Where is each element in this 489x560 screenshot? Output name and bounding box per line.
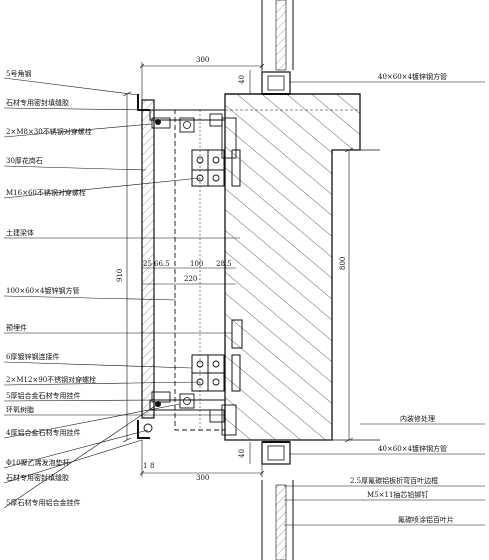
label-m16-bolt: M16×60不锈钢对穿螺栓	[6, 188, 86, 197]
dim-100: 100	[190, 260, 203, 268]
lower-bolt-cluster	[191, 354, 241, 392]
label-5mm-hanger: 5厚铝合金石材专用挂件	[6, 391, 80, 400]
left-leaders	[3, 77, 240, 509]
dim-25: 25	[143, 260, 152, 268]
dim-1: 1	[143, 462, 147, 470]
dim-bottom-40: 40	[238, 449, 246, 458]
label-5mm-alloy-hanger: 5厚石材专用铝合金挂件	[6, 498, 80, 507]
label-interior-finish: 内装修处理	[400, 414, 435, 423]
dim-220: 220	[184, 275, 197, 283]
lower-wall	[261, 480, 294, 560]
upper-bolt-cluster	[191, 149, 241, 187]
embedded-plate	[231, 319, 243, 349]
label-steel-tube-bottom: 40×60×4镀锌钢方管	[378, 444, 447, 453]
dim-top-width: 300	[196, 56, 209, 64]
label-m8-bolt: 2×M8×30不锈钢对穿螺栓	[6, 127, 92, 136]
label-embedded-part: 预埋件	[6, 323, 27, 332]
dim-height-800: 800	[339, 257, 347, 270]
label-louver-frame: 2.5厚氟碳铝板折弯百叶边框	[350, 476, 438, 485]
label-sealant-top: 石材专用密封填缝胶	[6, 98, 69, 107]
label-rivet: M5×11抽芯铅铆钉	[367, 490, 428, 499]
dim-bottom-width: 300	[196, 474, 209, 482]
dim-8: 8	[150, 462, 154, 470]
dimension-lines	[122, 62, 354, 477]
dim-height-910: 910	[116, 269, 124, 282]
label-granite: 30厚花岗石	[6, 156, 43, 165]
label-louver-blade: 氟碳喷涂铝百叶片	[398, 515, 454, 524]
upper-wall	[261, 0, 294, 71]
label-epoxy: 环氧树脂	[6, 405, 34, 414]
label-4mm-hanger: 4厚铝合金石材专用挂件	[6, 428, 80, 437]
label-beam: 土建梁体	[6, 228, 34, 237]
dim-top-40: 40	[238, 75, 246, 84]
top-louver-frame	[261, 71, 291, 95]
label-steel-tube: 100×60×4镀锌钢方管	[6, 286, 79, 295]
top-bracket-assembly	[137, 94, 237, 159]
bottom-louver-frame	[261, 441, 291, 465]
right-leaders	[284, 81, 485, 526]
dim-66-5: 66.5	[154, 260, 170, 268]
granite-panel	[141, 99, 155, 419]
label-steel-tube-top: 40×60×4镀锌钢方管	[378, 72, 447, 81]
label-foam-rod: Φ10聚乙烯发泡垫杆	[6, 458, 70, 467]
dim-28-5: 28.5	[216, 260, 232, 268]
concrete-beam	[224, 93, 361, 441]
label-sealant-bottom: 石材专用密封填缝胶	[6, 473, 69, 482]
label-connector: 6厚镀锌钢连接件	[6, 352, 59, 361]
label-m12-bolt: 2×M12×90不锈钢对穿螺栓	[6, 375, 96, 384]
label-angle-steel: 5号角钢	[6, 69, 31, 78]
